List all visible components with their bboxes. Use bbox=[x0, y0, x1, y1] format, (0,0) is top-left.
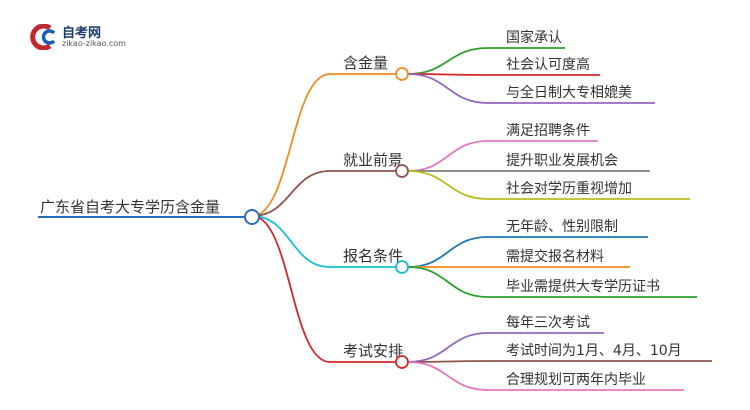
branch-node bbox=[395, 67, 409, 81]
child-connector bbox=[407, 266, 489, 298]
branch-label: 含金量 bbox=[343, 54, 388, 72]
branch-node bbox=[395, 355, 409, 369]
branch-node bbox=[395, 260, 409, 274]
branch-label: 就业前景 bbox=[343, 151, 403, 169]
logo-icon bbox=[30, 24, 56, 50]
child-label: 无年龄、性别限制 bbox=[506, 219, 618, 235]
child-label: 满足招聘条件 bbox=[506, 122, 590, 139]
child-label: 社会认可度高 bbox=[506, 56, 590, 73]
branch-connector bbox=[251, 73, 331, 217]
child-label: 提升职业发展机会 bbox=[506, 153, 618, 169]
child-connector bbox=[407, 140, 489, 172]
logo: 自考网 zikao-zikao.com bbox=[28, 22, 148, 52]
child-label: 与全日制大专相媲美 bbox=[506, 84, 632, 101]
child-connector bbox=[407, 170, 489, 200]
root-node bbox=[244, 209, 260, 225]
child-connector bbox=[407, 360, 489, 363]
branch-connector bbox=[251, 170, 331, 217]
branch-connector bbox=[251, 215, 331, 363]
branch-label: 考试安排 bbox=[343, 342, 403, 360]
branch-connector bbox=[251, 215, 331, 268]
child-connector bbox=[407, 332, 489, 363]
branch-node bbox=[395, 164, 409, 178]
logo-title: 自考网 bbox=[62, 26, 102, 41]
child-connector bbox=[407, 73, 489, 104]
root-label: 广东省自考大专学历含金量 bbox=[40, 198, 220, 216]
child-connector bbox=[407, 47, 489, 75]
child-label: 毕业需提供大专学历证书 bbox=[506, 279, 660, 295]
child-label: 每年三次考试 bbox=[506, 315, 590, 331]
child-label: 需提交报名材料 bbox=[506, 248, 604, 265]
child-label: 合理规划可两年内毕业 bbox=[506, 372, 646, 388]
child-label: 社会对学历重视增加 bbox=[506, 181, 632, 197]
branch-label: 报名条件 bbox=[343, 247, 403, 265]
logo-subtitle: zikao-zikao.com bbox=[62, 39, 126, 48]
child-connector bbox=[407, 236, 489, 268]
child-label: 考试时间为1月、4月、10月 bbox=[506, 343, 682, 359]
child-label: 国家承认 bbox=[506, 29, 562, 46]
child-connector bbox=[407, 361, 489, 391]
